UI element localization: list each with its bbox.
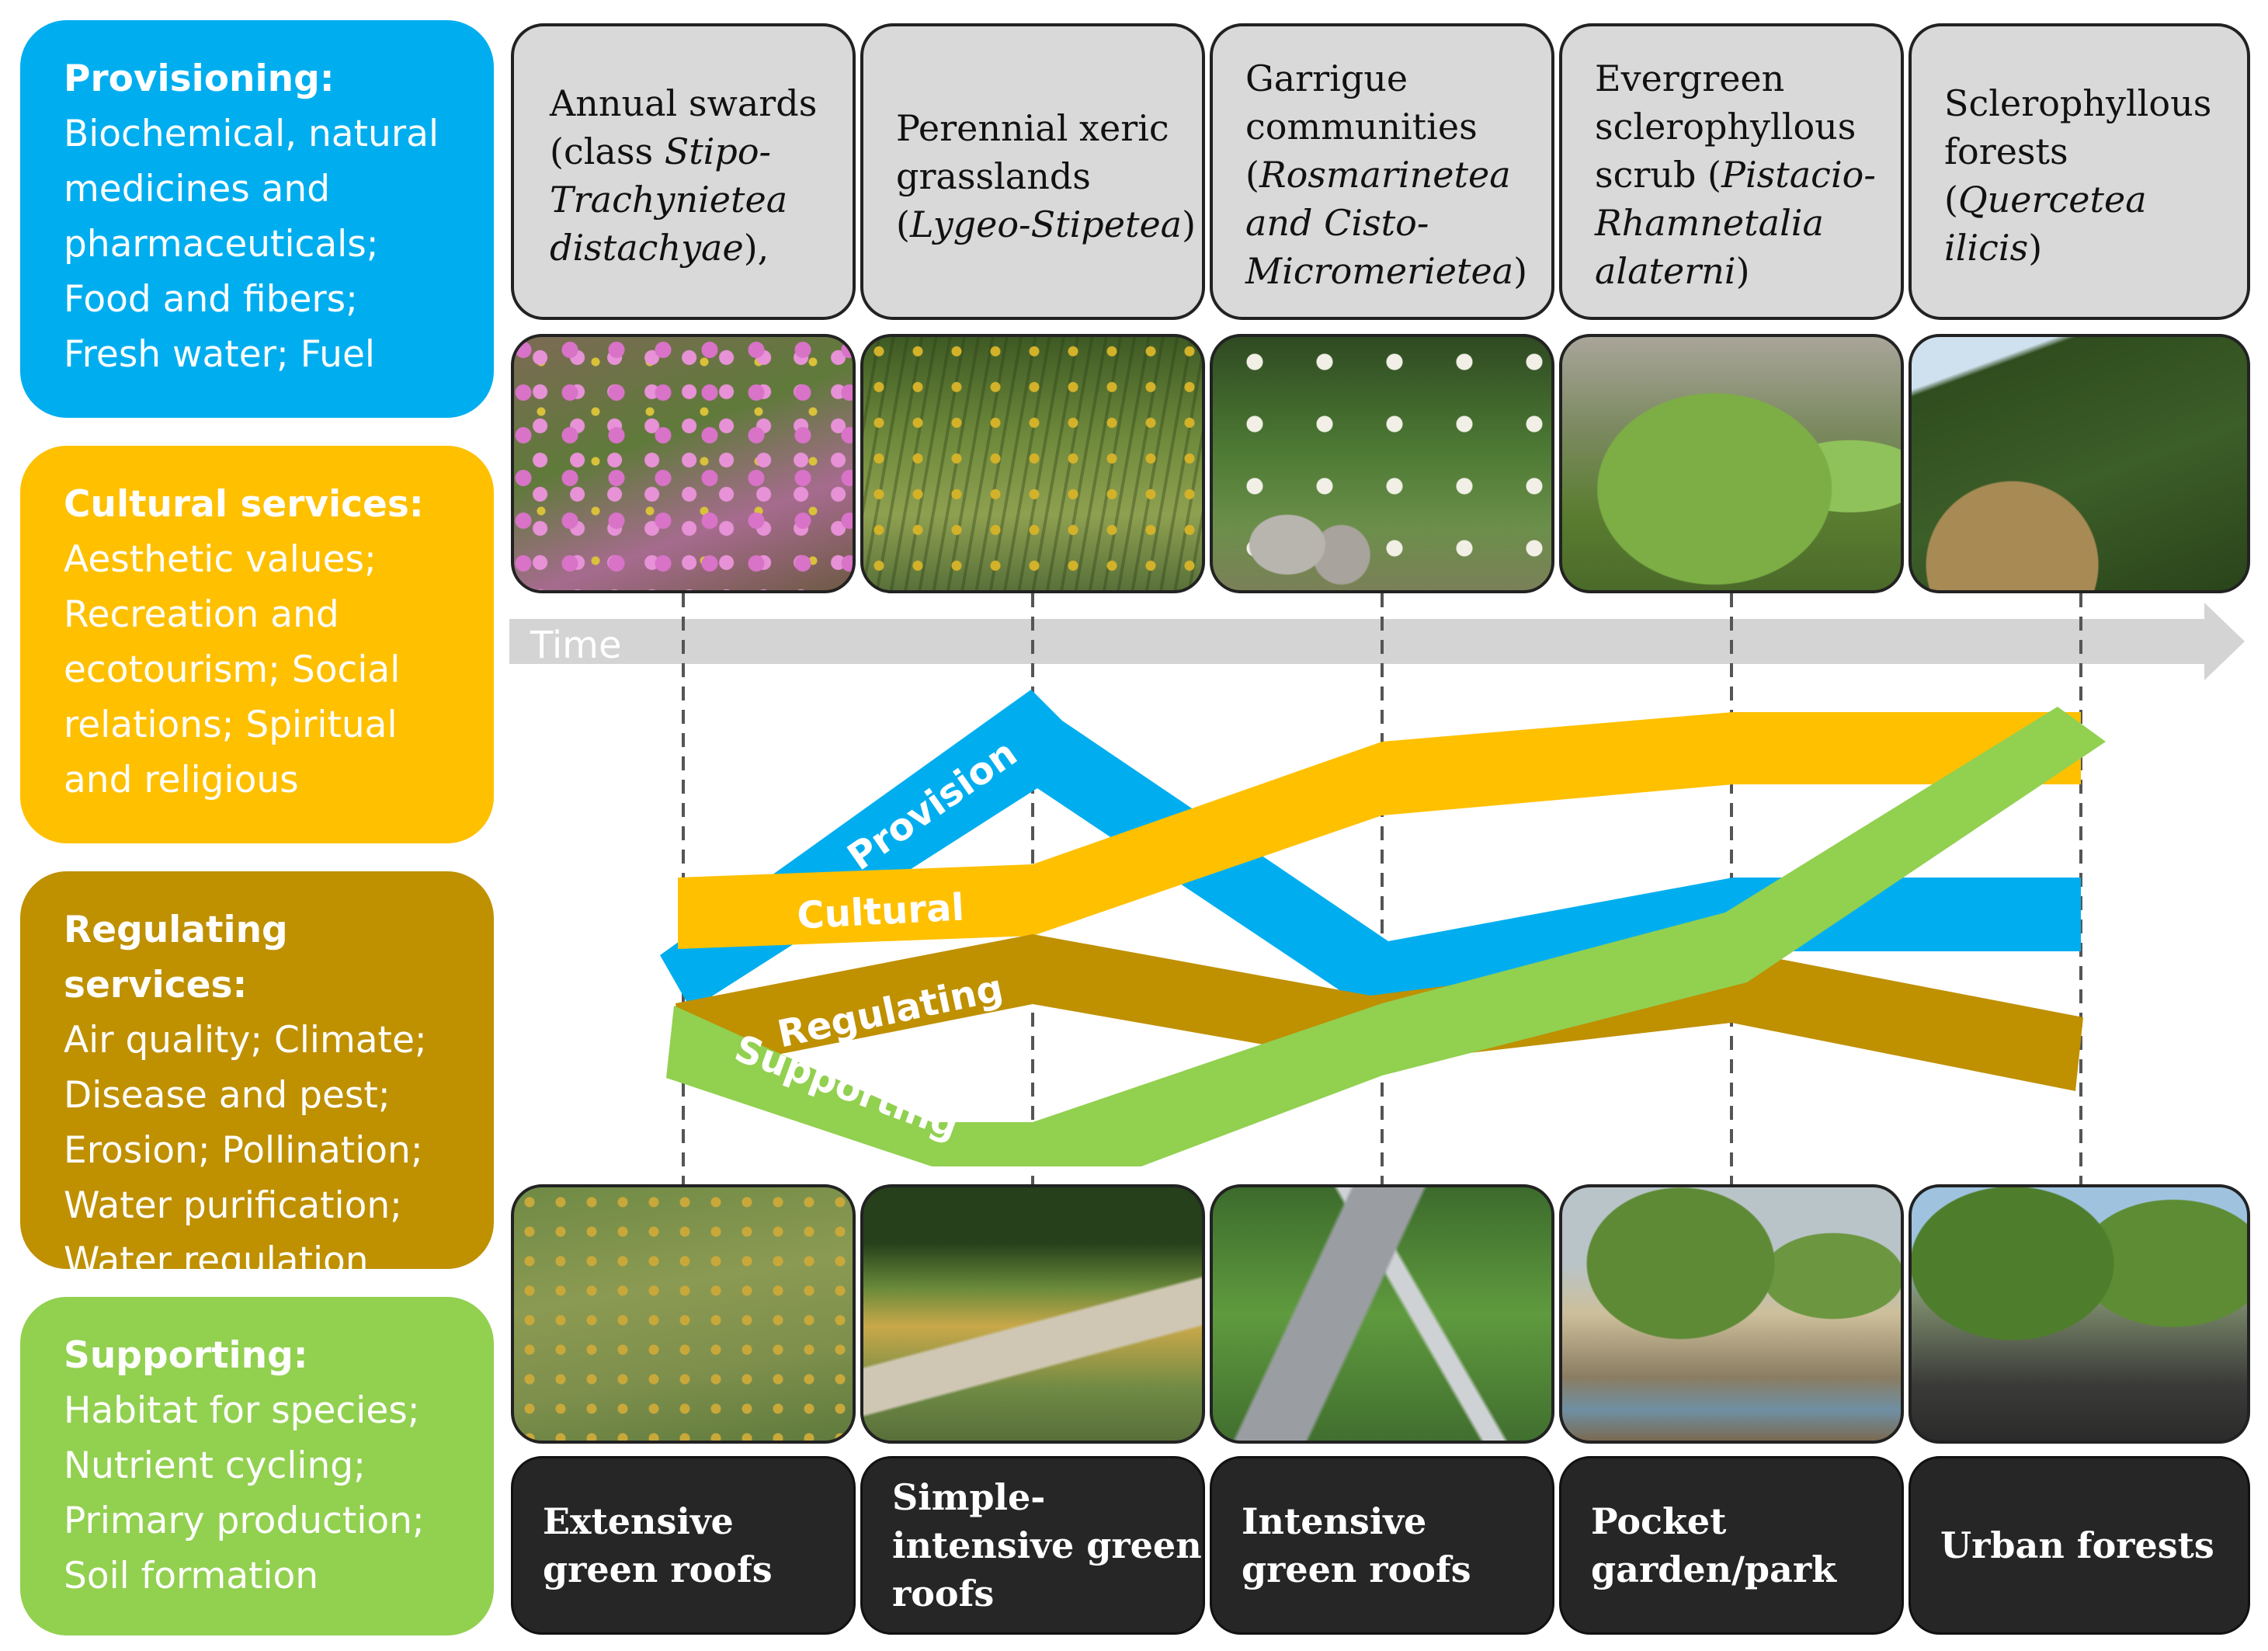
community-text: communities [1245,106,1478,148]
community-latin: distachyae [550,227,744,269]
photo-pocket-garden [1559,1184,1904,1444]
community-latin: ilicis [1944,227,2029,269]
category-title: Cultural services: [64,483,424,526]
cultural-band [678,712,2081,949]
category-line: Biochemical, natural [64,113,439,155]
community-text: Sclerophyllous [1944,82,2212,124]
category-line: and religious [64,759,299,801]
cultural-label: Cultural [796,885,965,937]
community-text: ( [1944,179,1958,221]
community-text: ( [1245,154,1259,196]
time-arrow [509,603,2245,680]
category-line: Water purification; [64,1184,402,1227]
gi-pocket-garden-park: Pocket garden/park [1559,1456,1904,1635]
photo-extensive-green-roof [511,1184,856,1444]
photo-urban-forest [1909,1184,2250,1444]
community-text: ) [1182,203,1197,245]
time-label: Time [530,624,621,667]
community-latin: Quercetea [1957,179,2147,221]
gi-line: roofs [892,1573,995,1615]
community-text: ) [2028,227,2043,269]
gi-line: intensive green [892,1524,1202,1566]
community-latin: Rhamnetalia [1595,202,1824,244]
category-regulating: Regulating services: Air quality; Climat… [20,871,494,1282]
gi-simple-intensive-green-roofs: Simple- intensive green roofs [860,1456,1205,1635]
category-line: Recreation and [64,593,339,636]
category-title: Supporting: [64,1334,308,1377]
community-text: ( [896,203,910,245]
community-latin: Stipo- [664,130,772,172]
community-latin: Micromerietea [1245,250,1514,292]
category-provisioning: Provisioning: Biochemical, natural medic… [20,20,494,418]
gi-line: green roofs [1242,1548,1471,1590]
category-cultural: Cultural services: Aesthetic values; Rec… [20,446,494,843]
supporting-band [666,707,2106,1166]
community-latin: Pistacio- [1721,154,1876,196]
category-title: Provisioning: [64,57,335,100]
community-latin: Rosmarinetea [1259,154,1511,196]
photo-intensive-green-roof [1210,1184,1554,1444]
community-sclerophyllous-forests: Sclerophyllous forests (Quercetea ilicis… [1909,23,2250,320]
category-line: Food and fibers; [64,278,359,321]
gi-line: green roofs [543,1548,773,1590]
gi-extensive-green-roofs: Extensive green roofs [511,1456,856,1635]
category-line: Air quality; Climate; [64,1019,427,1062]
gi-line: Pocket [1591,1500,1727,1542]
community-latin: Lygeo-Stipetea [909,203,1183,245]
photo-evergreen-scrub [1559,334,1904,593]
photo-garrigue [1210,334,1554,593]
community-latin: Trachynietea [550,179,788,221]
community-text: sclerophyllous [1595,106,1856,148]
gi-line: Urban forests [1940,1524,2214,1566]
community-text: grasslands [896,155,1091,197]
community-text: ), [743,227,769,269]
gi-urban-forests: Urban forests [1909,1456,2250,1635]
category-line: Habitat for species; [64,1389,420,1432]
category-line: Soil formation [64,1555,319,1597]
community-annual-swards: Annual swards (class Stipo- Trachynietea… [511,23,856,320]
community-text: Annual swards [550,82,818,124]
community-text: Perennial xeric [896,107,1169,149]
community-text: forests [1944,130,2068,172]
category-line: Primary production; [64,1500,425,1542]
gi-line: Intensive [1242,1500,1427,1542]
category-line: Aesthetic values; [64,538,377,581]
photo-perennial-grasslands [860,334,1205,593]
category-line: Fresh water; Fuel [64,333,375,376]
community-text: Garrigue [1245,57,1408,99]
community-text: ) [1513,250,1528,292]
community-latin: and Cisto- [1245,202,1429,244]
community-garrigue: Garrigue communities (Rosmarinetea and C… [1210,23,1554,320]
community-text: Evergreen [1595,57,1785,99]
community-text: scrub ( [1595,154,1721,196]
category-line: medicines and [64,168,331,210]
category-line: pharmaceuticals; [64,223,379,266]
gi-line: Extensive [543,1500,734,1542]
category-line: ecotourism; Social [64,648,401,691]
category-line: Nutrient cycling; [64,1444,366,1487]
gi-line: garden/park [1591,1548,1836,1590]
photo-simple-intensive-green-roof [860,1184,1205,1444]
photo-sclerophyllous-forest [1909,334,2250,593]
category-line: Erosion; Pollination; [64,1129,423,1172]
category-line: Disease and pest; [64,1074,391,1117]
photo-annual-swards [511,334,856,593]
category-line: Water regulation [64,1239,369,1282]
community-latin: alaterni [1595,250,1736,292]
gi-intensive-green-roofs: Intensive green roofs [1210,1456,1554,1635]
category-line: relations; Spiritual [64,704,398,746]
community-text: ) [1735,250,1750,292]
community-text: (class [550,130,665,172]
gi-line: Simple- [892,1476,1046,1518]
community-evergreen-scrub: Evergreen sclerophyllous scrub (Pistacio… [1559,23,1904,320]
category-supporting: Supporting: Habitat for species; Nutrien… [20,1297,494,1635]
community-perennial-xeric: Perennial xeric grasslands (Lygeo-Stipet… [860,23,1205,320]
category-title: Regulating services: [64,909,288,1006]
